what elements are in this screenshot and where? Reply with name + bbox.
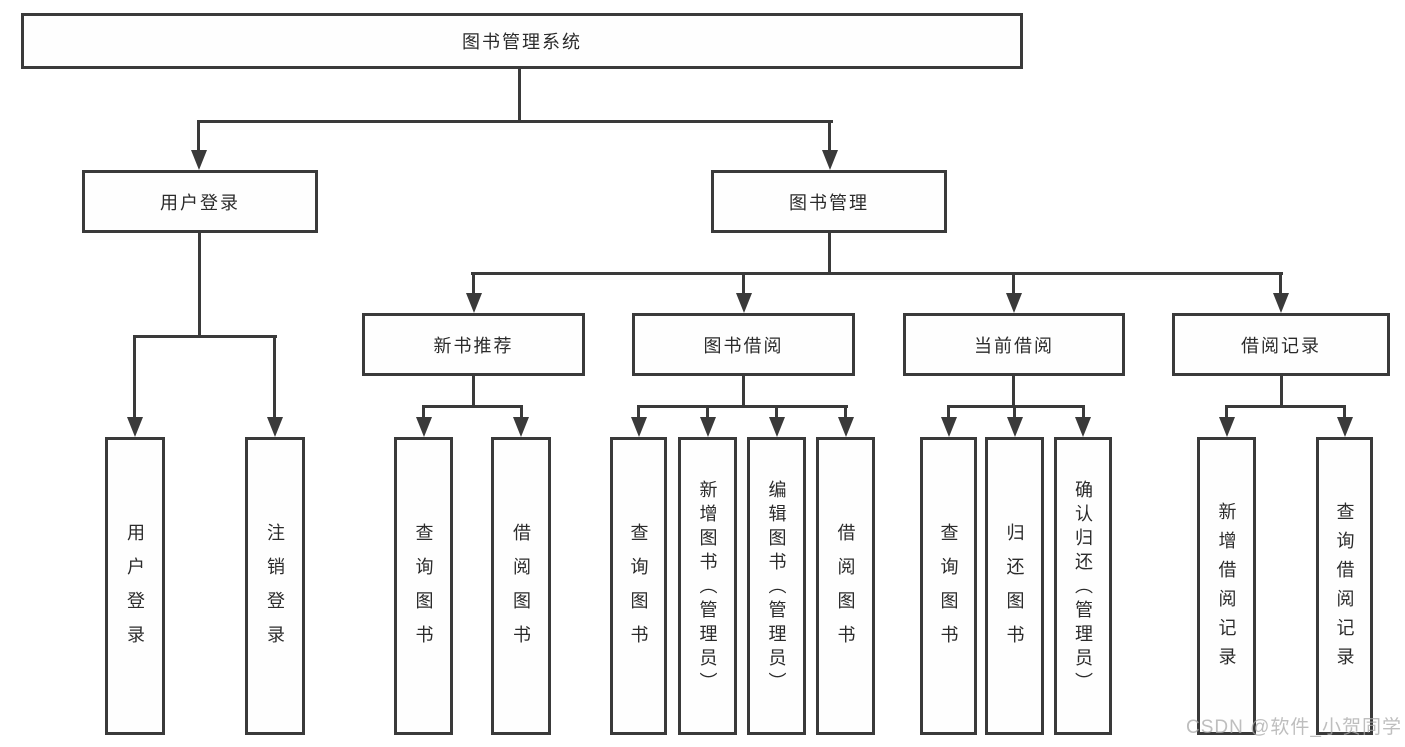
arrow-down-icon [1007, 417, 1023, 437]
connector-line [197, 120, 200, 156]
connector-line [133, 335, 277, 338]
arrow-down-icon [416, 417, 432, 437]
connector-line [637, 405, 640, 423]
arrow-down-icon [1219, 417, 1235, 437]
node-root: 图书管理系统 [21, 13, 1023, 69]
node-borrowing-records: 借阅记录 [1172, 313, 1390, 376]
connector-line [1013, 405, 1016, 423]
connector-line [472, 272, 475, 298]
leaf-user-login: 用户登录 [105, 437, 165, 735]
connector-line [844, 405, 847, 423]
leaf-query-books-borrowing: 查询图书 [610, 437, 667, 735]
connector-line [198, 233, 201, 337]
connector-line [1082, 405, 1085, 423]
connector-line [1225, 405, 1346, 408]
connector-line [1012, 272, 1015, 298]
arrow-down-icon [1337, 417, 1353, 437]
leaf-return-books: 归还图书 [985, 437, 1044, 735]
connector-line [422, 405, 425, 423]
connector-line [637, 405, 848, 408]
connector-line [133, 335, 136, 423]
connector-line [273, 335, 276, 423]
connector-line [742, 272, 745, 298]
connector-line [520, 405, 523, 423]
leaf-borrow-books-recommend: 借阅图书 [491, 437, 551, 735]
connector-line [706, 405, 709, 423]
connector-line [742, 376, 745, 407]
arrow-down-icon [267, 417, 283, 437]
node-book-borrowing: 图书借阅 [632, 313, 855, 376]
arrow-down-icon [466, 293, 482, 313]
leaf-borrow-books-borrowing: 借阅图书 [816, 437, 875, 735]
arrow-down-icon [700, 417, 716, 437]
connector-line [471, 272, 1283, 275]
connector-line [197, 120, 833, 123]
arrow-down-icon [127, 417, 143, 437]
arrow-down-icon [1075, 417, 1091, 437]
arrow-down-icon [769, 417, 785, 437]
arrow-down-icon [1273, 293, 1289, 313]
leaf-confirm-return-admin: 确认归还（管理员） [1054, 437, 1112, 735]
node-new-book-recommend: 新书推荐 [362, 313, 585, 376]
arrow-down-icon [631, 417, 647, 437]
arrow-down-icon [941, 417, 957, 437]
arrow-down-icon [513, 417, 529, 437]
node-current-borrowing: 当前借阅 [903, 313, 1125, 376]
connector-line [472, 376, 475, 407]
leaf-logout-login: 注销登录 [245, 437, 305, 735]
connector-line [422, 405, 523, 408]
leaf-query-books-recommend: 查询图书 [394, 437, 453, 735]
connector-line [1280, 376, 1283, 407]
connector-line [828, 233, 831, 274]
leaf-add-borrow-record: 新增借阅记录 [1197, 437, 1256, 735]
leaf-edit-books-admin: 编辑图书（管理员） [747, 437, 806, 735]
leaf-query-books-current: 查询图书 [920, 437, 977, 735]
connector-line [947, 405, 1085, 408]
connector-line [1279, 272, 1282, 298]
arrow-down-icon [1006, 293, 1022, 313]
connector-line [775, 405, 778, 423]
leaf-query-borrow-record: 查询借阅记录 [1316, 437, 1373, 735]
leaf-add-books-admin: 新增图书（管理员） [678, 437, 737, 735]
arrow-down-icon [822, 150, 838, 170]
connector-line [1343, 405, 1346, 423]
node-book-management: 图书管理 [711, 170, 947, 233]
watermark: CSDN @软件_小贺同学 [1186, 717, 1402, 738]
arrow-down-icon [191, 150, 207, 170]
connector-line [828, 120, 831, 156]
connector-line [1012, 376, 1015, 407]
connector-line [947, 405, 950, 423]
node-user-login: 用户登录 [82, 170, 318, 233]
connector-line [1225, 405, 1228, 423]
connector-line [518, 69, 521, 122]
arrow-down-icon [736, 293, 752, 313]
arrow-down-icon [838, 417, 854, 437]
